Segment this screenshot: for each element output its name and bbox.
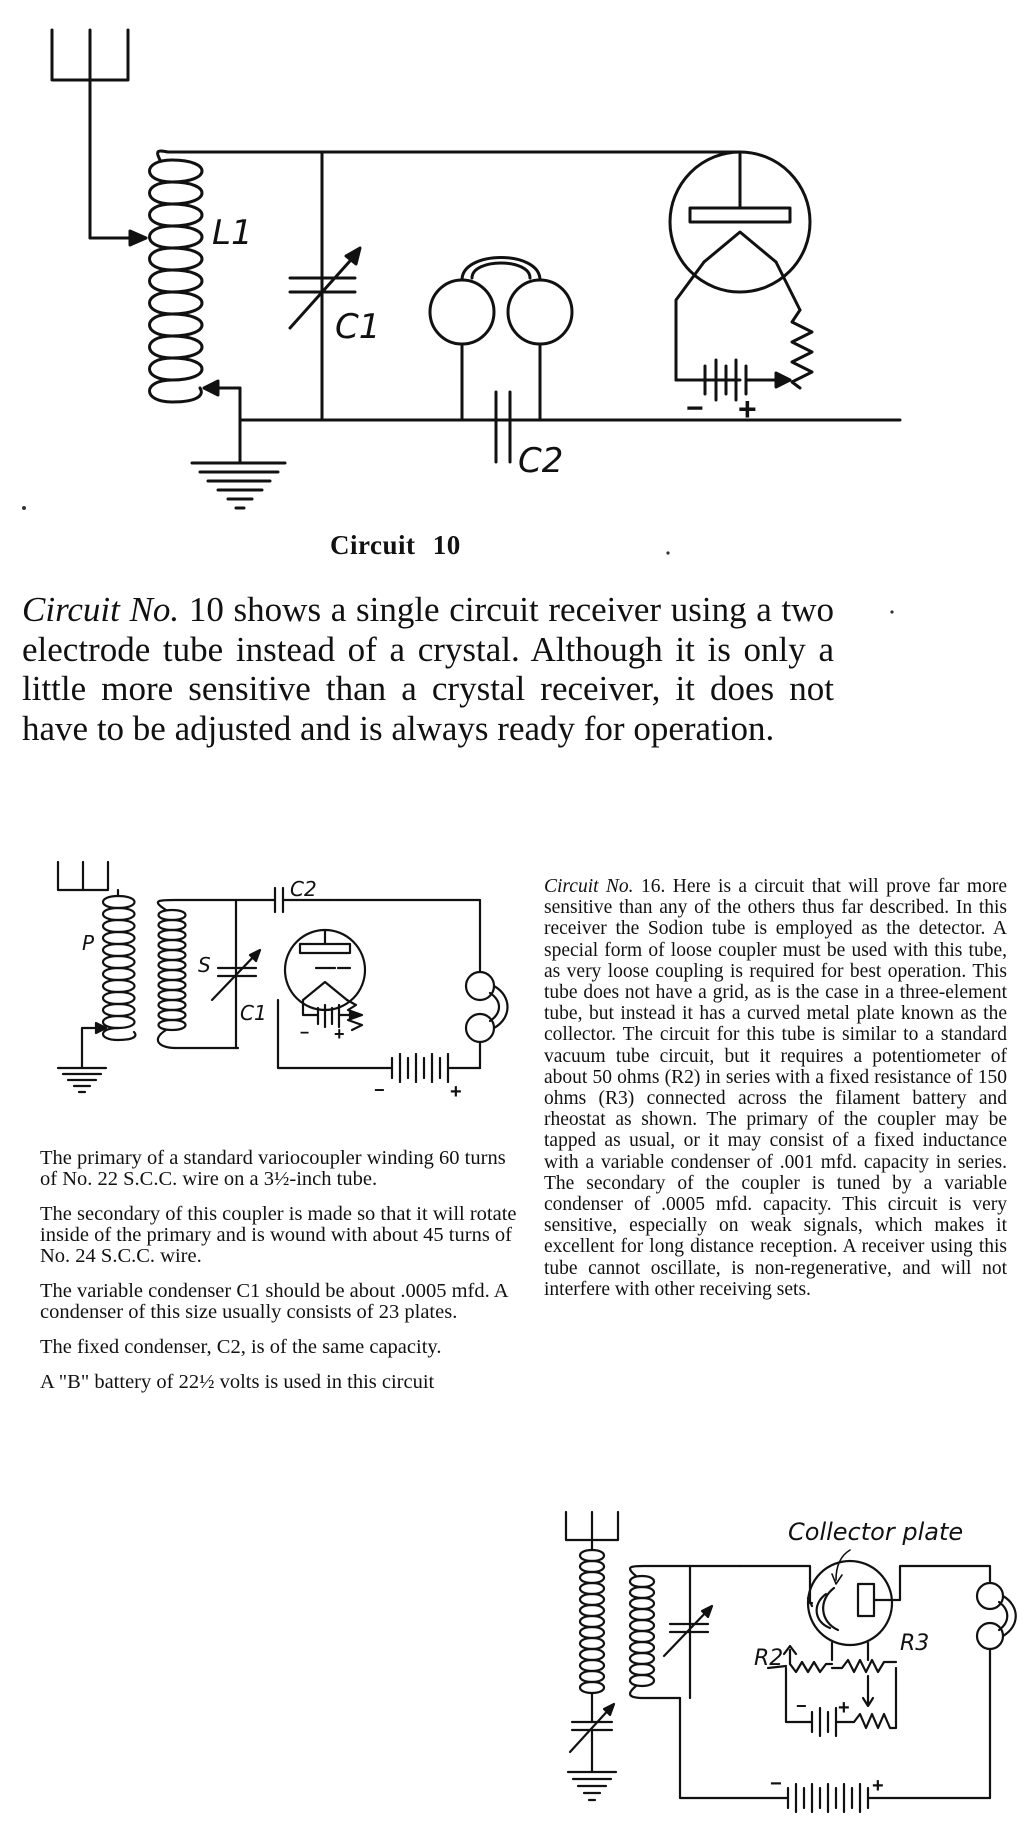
secondary-coil-s [158,900,275,1048]
ground-icon [58,1042,106,1092]
lead-paragraph-text: 10 shows a single circuit receiver using… [22,590,835,748]
label-r2: R2 [754,1646,783,1671]
note-b-battery: A "B" battery of 22½ volts is used in th… [40,1371,435,1393]
rheostat-icon [792,310,812,388]
headphones-icon [977,1583,1016,1798]
b-battery-minus-sign: − [374,1080,385,1100]
headphones-icon [466,972,508,1068]
label-c1: C1 [240,1001,267,1025]
variable-condenser-c1 [290,152,740,420]
ground-icon [192,420,285,508]
filament-battery-icon [786,1668,896,1736]
fixed-condenser-c2 [496,392,510,462]
antenna-lead-arrow [90,231,146,245]
label-p: P [82,931,95,955]
label-r3: R3 [900,1631,929,1656]
headphones-icon [430,258,572,421]
scan-speck [890,610,894,614]
filament-plus-sign: + [334,1024,345,1044]
figure-caption-circuit-10: Circuit 10 [330,530,461,560]
circuit-10-diagram: L1 C1 C2 [22,0,1029,614]
vacuum-tube-icon [285,900,480,1010]
potentiometer-r2 [768,1646,832,1672]
label-c2: C2 [290,877,317,901]
label-c1: C1 [335,307,380,347]
two-electrode-tube-icon [670,152,810,380]
label-c2: C2 [518,441,563,481]
note-secondary: The secondary of this coupler is made so… [40,1203,517,1267]
coil-tap-arrow [204,381,900,420]
circuit-16-description: Circuit No. 16. Here is a circuit that w… [544,876,1007,1300]
antenna-icon [52,30,128,238]
label-l1: L1 [212,213,253,253]
filament-minus-sign: − [796,1696,807,1716]
b-battery-minus-sign: − [770,1773,782,1795]
left-notes: The primary of a standard variocoupler w… [40,1148,517,1407]
coil-l1 [150,151,331,402]
battery-plus-sign: + [738,391,757,427]
filament-battery-icon [303,1000,362,1030]
antenna-icon [58,862,118,896]
series-variable-condenser [570,1704,614,1762]
primary-coil-p [103,896,135,1040]
secondary-coil [630,1566,740,1698]
variable-condenser-c1 [212,900,260,1048]
lead-paragraph: Circuit No. 10 shows a single circuit re… [22,590,834,748]
scan-speck [22,506,26,510]
filament-battery-icon [676,360,790,400]
sodion-tube-icon [740,1550,990,1660]
circuit-16-text: 16. Here is a circuit that will prove fa… [544,876,1007,1300]
circuit-reference: Circuit No. [22,590,180,629]
note-variable-condenser: The variable condenser C1 should be abou… [40,1280,508,1323]
variocoupler-circuit-diagram: P S C1 C2 [0,860,520,1103]
filament-minus-sign: − [300,1025,309,1042]
coil-tap-arrow [82,1023,106,1042]
note-fixed-condenser: The fixed condenser, C2, is of the same … [40,1336,442,1358]
note-primary: The primary of a standard variocoupler w… [40,1147,506,1190]
sodion-tube-circuit-diagram: Collector plate R2 R3 − [550,1500,1010,1820]
b-battery-icon [680,1698,990,1812]
label-collector-plate: Collector plate [788,1518,963,1546]
fixed-resistance-r3 [832,1660,896,1672]
b-battery-plus-sign: + [450,1081,462,1103]
variable-condenser [664,1566,712,1698]
b-battery-plus-sign: + [872,1775,884,1797]
filament-plus-sign: + [838,1697,850,1719]
b-battery-icon [278,1000,480,1082]
scan-speck [666,551,670,555]
ground-icon [568,1762,616,1800]
primary-coil [580,1550,604,1722]
label-s: S [198,953,211,977]
antenna-icon [566,1512,618,1550]
circuit-reference: Circuit No. [544,876,634,897]
battery-minus-sign: − [686,392,704,425]
grid-condenser-c2 [275,888,330,912]
